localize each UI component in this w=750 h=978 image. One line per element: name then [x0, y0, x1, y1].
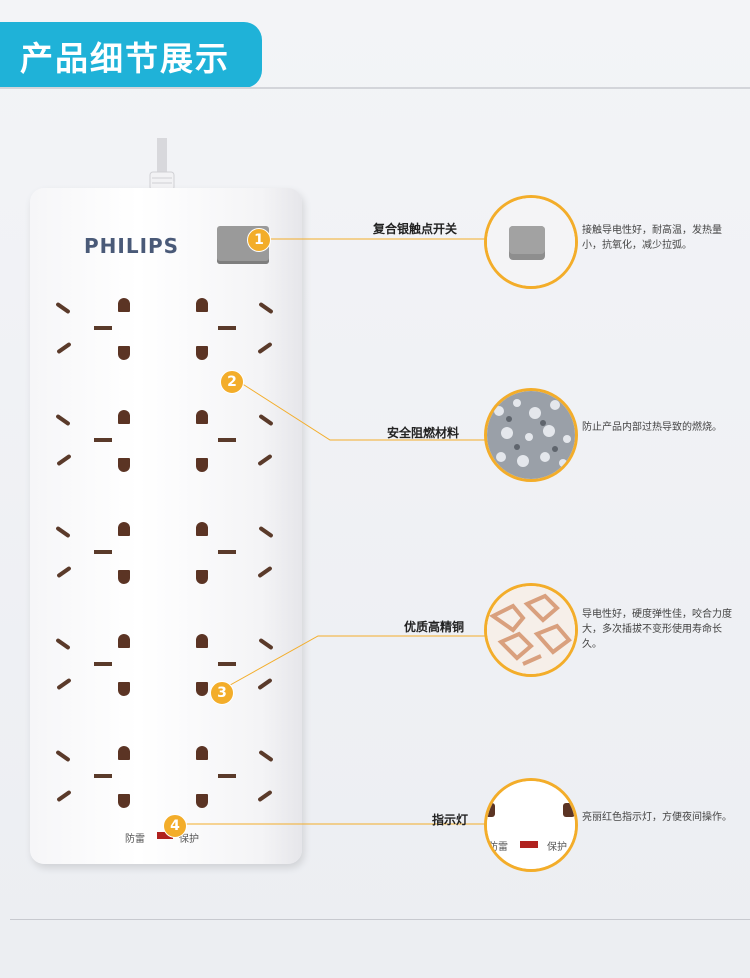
socket-hole — [218, 438, 236, 442]
socket-hole — [118, 522, 130, 536]
feature-desc-2: 防止产品内部过热导致的燃烧。 — [582, 422, 722, 433]
socket-hole — [118, 410, 130, 424]
zoom-copper — [484, 583, 578, 677]
socket-hole — [196, 410, 208, 424]
socket-hole — [94, 550, 112, 554]
power-cord-icon — [149, 138, 175, 190]
socket-hole — [118, 570, 130, 584]
brand-logo: PHILIPS — [84, 234, 180, 258]
surge-label: 防雷 — [125, 834, 145, 845]
socket-hole — [118, 346, 130, 360]
socket-hole — [196, 794, 208, 808]
callout-badge-4: 4 — [163, 814, 187, 838]
socket-hole — [94, 774, 112, 778]
feature-name-1: 复合银触点开关 — [373, 222, 458, 236]
socket-hole — [94, 662, 112, 666]
zoom-material — [484, 388, 578, 482]
socket-hole — [118, 682, 130, 696]
feature-name-4: 指示灯 — [432, 813, 469, 827]
socket-hole — [218, 774, 236, 778]
indicator-led — [157, 832, 173, 839]
socket-hole — [196, 746, 208, 760]
socket-hole — [118, 746, 130, 760]
socket-hole — [196, 682, 208, 696]
header-divider — [0, 87, 750, 89]
zoom-indicator: 防雷 保护 — [484, 778, 578, 872]
socket-hole — [196, 298, 208, 312]
feature-name-2: 安全阻燃材料 — [387, 426, 460, 440]
socket-hole — [218, 662, 236, 666]
socket-hole — [218, 550, 236, 554]
socket-hole — [118, 298, 130, 312]
header-banner: 产品细节展示 — [0, 22, 262, 88]
zoom-surge-label: 防雷 — [488, 842, 508, 853]
feature-desc-1: 接触导电性好，耐高温，发热量小，抗氧化，减少拉弧。 — [582, 225, 722, 251]
socket-hole — [196, 522, 208, 536]
socket-hole — [118, 794, 130, 808]
feature-desc-4: 亮丽红色指示灯，方便夜间操作。 — [582, 812, 732, 823]
socket-hole — [94, 326, 112, 330]
socket-hole — [218, 326, 236, 330]
feature-desc-3: 导电性好，硬度弹性佳，咬合力度大，多次插拔不变形使用寿命长久。 — [582, 609, 732, 650]
zoom-switch — [484, 195, 578, 289]
callout-badge-3: 3 — [210, 681, 234, 705]
socket-hole — [118, 634, 130, 648]
callout-badge-1: 1 — [247, 228, 271, 252]
socket-hole — [118, 458, 130, 472]
feature-name-3: 优质高精铜 — [404, 620, 465, 634]
socket-hole — [196, 346, 208, 360]
page-title: 产品细节展示 — [20, 39, 230, 78]
socket-hole — [94, 438, 112, 442]
power-strip — [30, 188, 302, 864]
callout-badge-2: 2 — [220, 370, 244, 394]
socket-hole — [196, 458, 208, 472]
socket-hole — [196, 570, 208, 584]
socket-hole — [196, 634, 208, 648]
protect-label: 保护 — [179, 834, 199, 845]
footer-divider — [10, 919, 750, 920]
zoom-protect-label: 保护 — [547, 842, 567, 853]
